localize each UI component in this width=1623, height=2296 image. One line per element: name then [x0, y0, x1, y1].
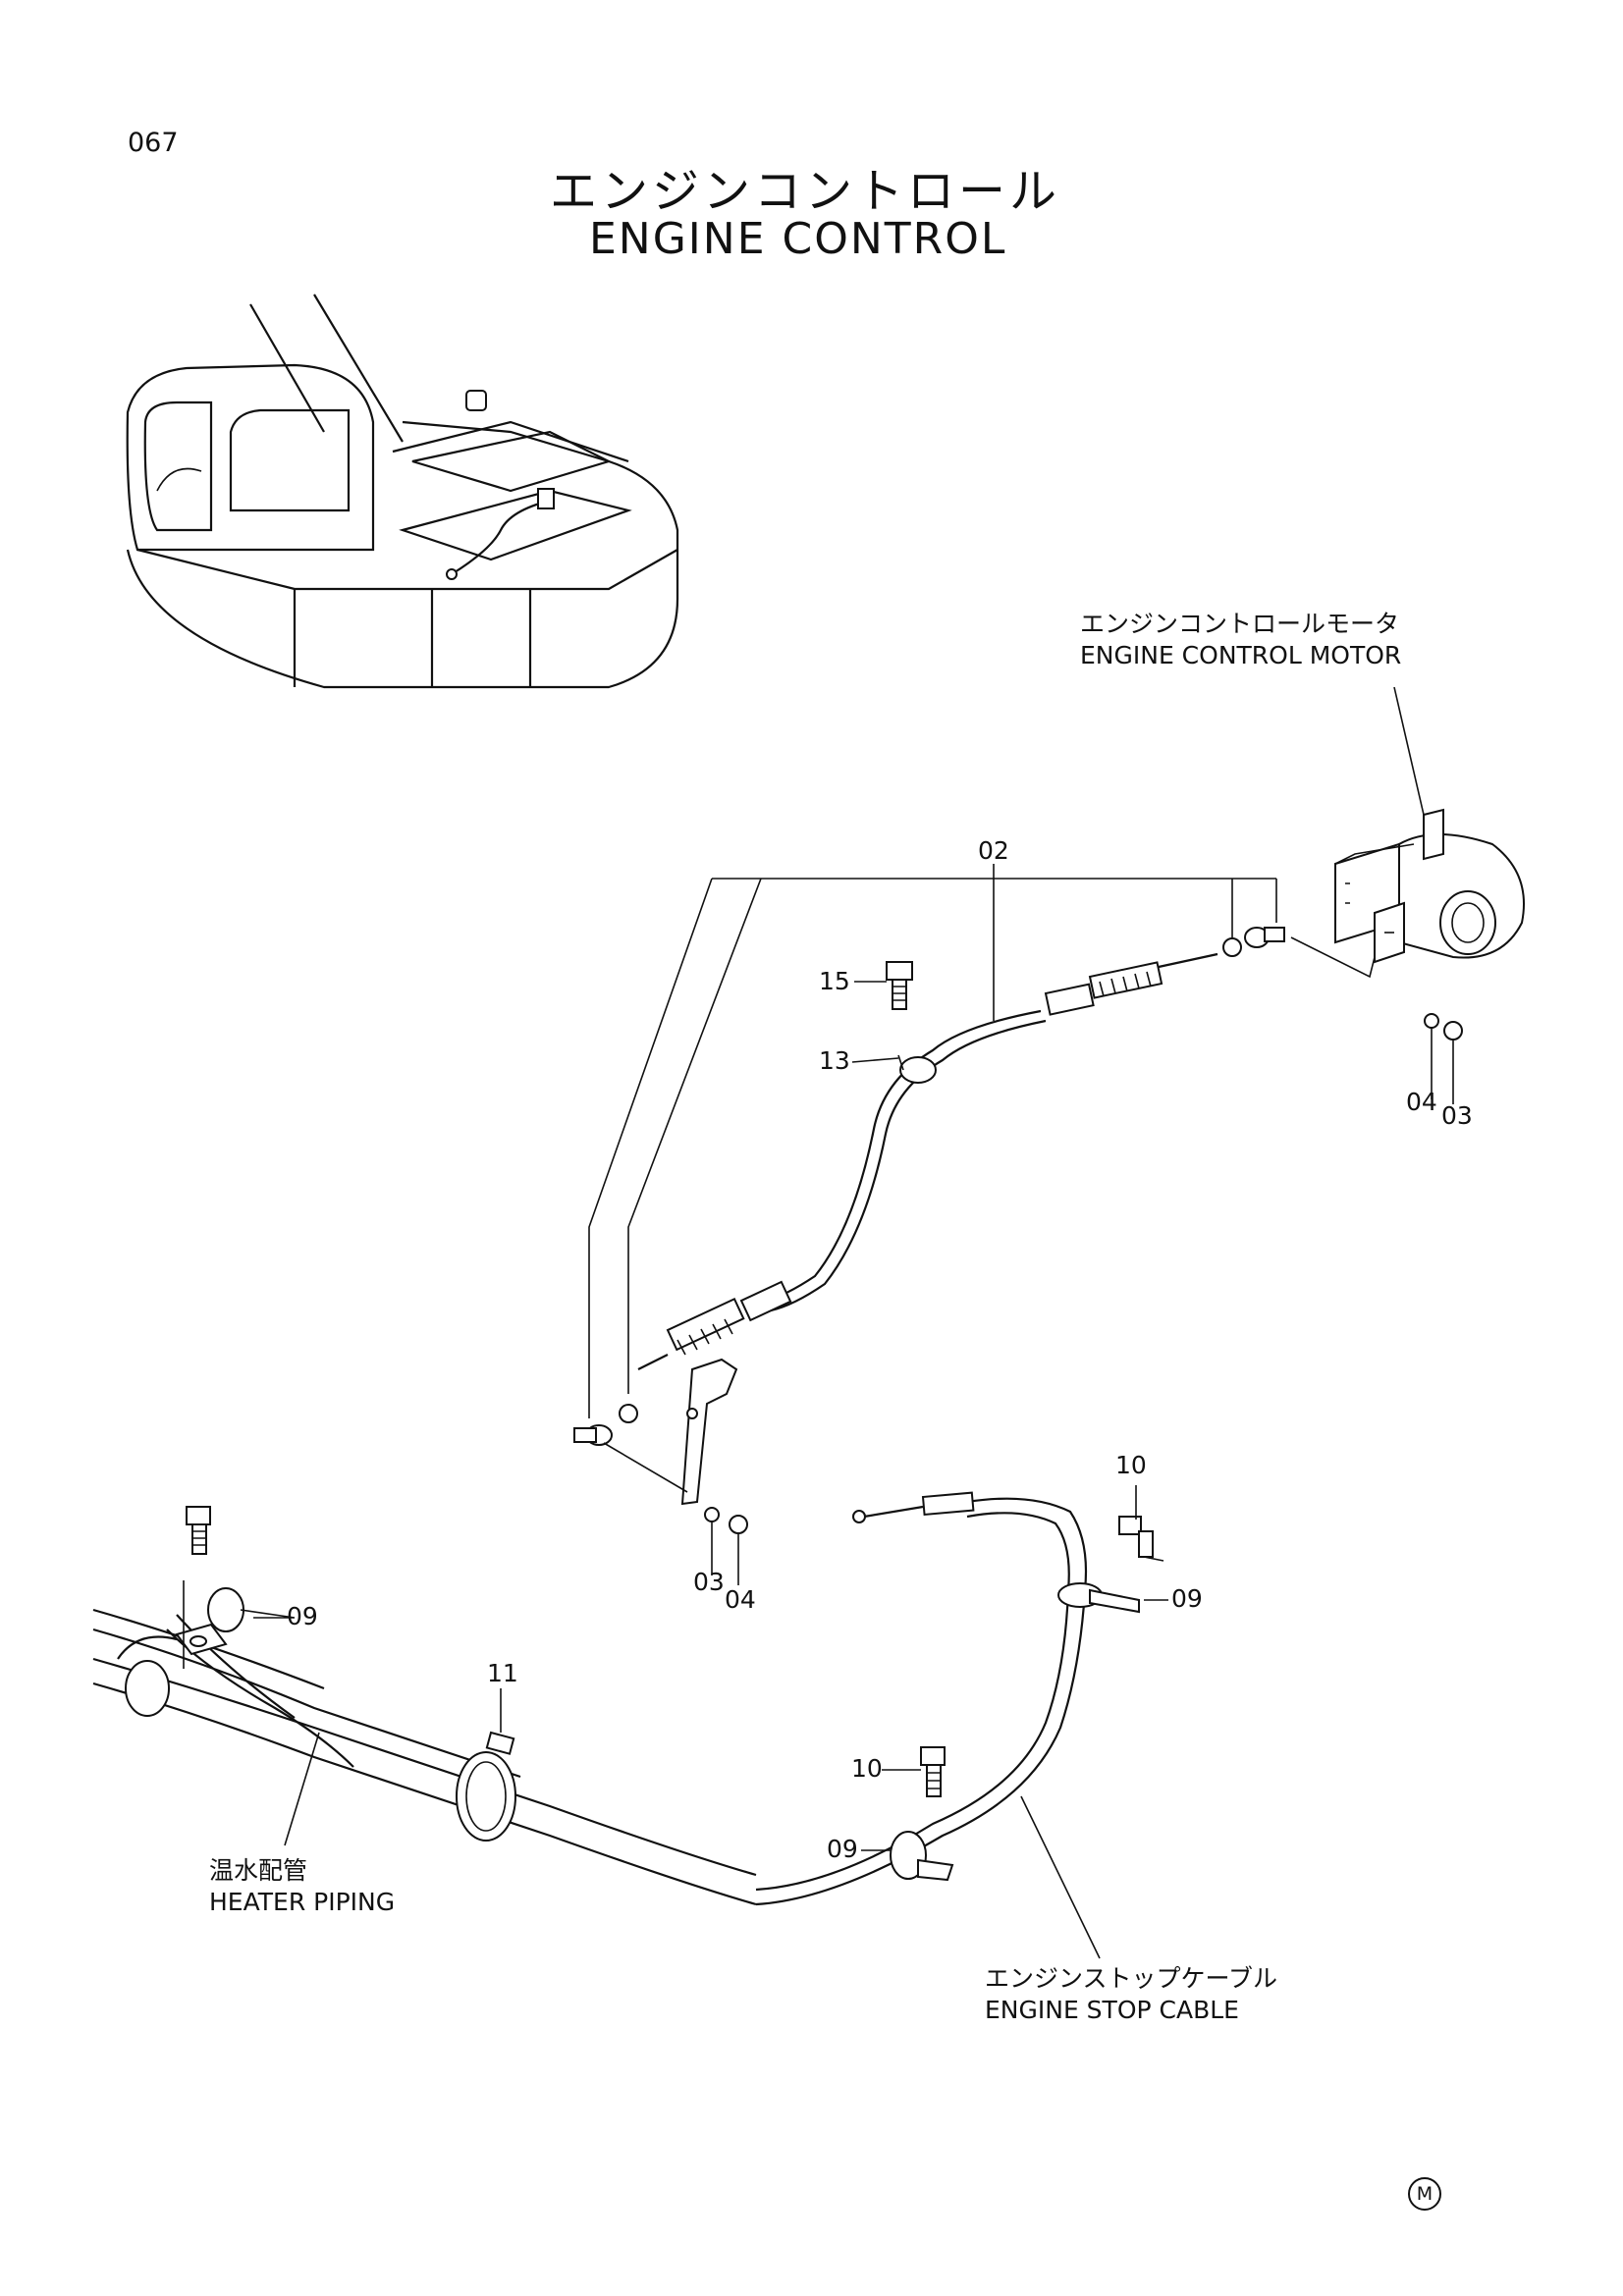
engine-control-motor-drawing: [1290, 686, 1525, 979]
heater-piping-label: HEATER PIPING: [209, 1888, 396, 1916]
callout-13: 13: [819, 1046, 850, 1075]
heater-piping-drawing: [92, 1506, 757, 1906]
callout-03-lower: 03: [693, 1568, 725, 1596]
stop-cable-label-japanese: エンジンストップケーブル: [985, 1964, 1278, 1993]
callout-10-lower: 10: [851, 1754, 883, 1783]
callout-10-upper: 10: [1115, 1451, 1147, 1479]
callout-leader-lines: [240, 981, 1168, 1851]
page-title-japanese: エンジンコントロール: [550, 164, 1061, 219]
callout-09-left: 09: [287, 1602, 318, 1630]
motor-label-japanese: エンジンコントロールモータ: [1080, 610, 1400, 638]
throttle-cable-drawing: [573, 927, 1463, 1585]
callout-11: 11: [487, 1659, 518, 1687]
page-number: 067: [128, 128, 179, 158]
callout-03-upper: 03: [1441, 1101, 1473, 1130]
callout-02-leaders: [588, 864, 1277, 1418]
callout-04-lower: 04: [725, 1585, 756, 1614]
callout-02: 02: [978, 836, 1009, 865]
motor-label: ENGINE CONTROL MOTOR: [1080, 641, 1402, 669]
callout-09-right: 09: [1171, 1584, 1203, 1613]
callout-15: 15: [819, 967, 850, 995]
m-mark-badge: M: [1408, 2177, 1441, 2211]
engine-stop-cable-drawing: [755, 1491, 1164, 1959]
excavator-overview-illustration: [126, 294, 679, 689]
callout-09-lower: 09: [827, 1835, 858, 1863]
page-title: ENGINE CONTROL: [589, 214, 1007, 264]
callout-04-upper: 04: [1406, 1088, 1437, 1116]
stop-cable-label: ENGINE STOP CABLE: [985, 1996, 1239, 2024]
heater-piping-label-japanese: 温水配管: [209, 1856, 308, 1885]
